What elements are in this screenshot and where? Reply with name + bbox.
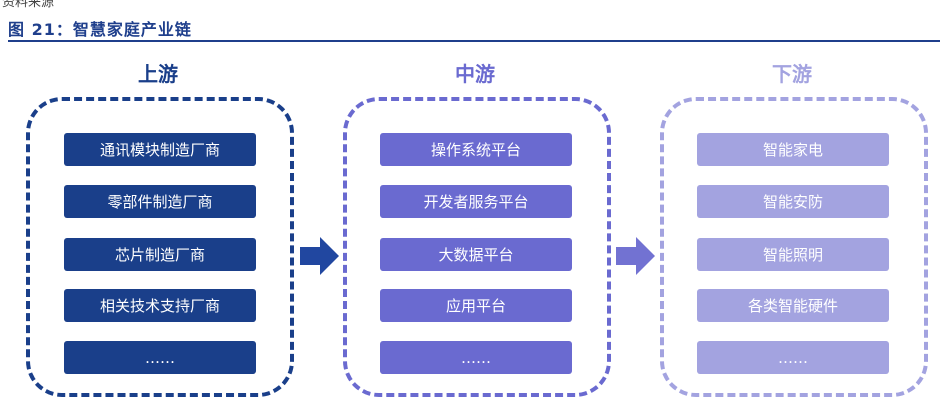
figure-title: 图 21：智慧家庭产业链 xyxy=(8,20,192,39)
upstream-item: 零部件制造厂商 xyxy=(64,185,256,218)
midstream-item: 操作系统平台 xyxy=(380,133,572,166)
top-text-fragment: 资料来源 xyxy=(2,0,55,10)
arrow-right-icon xyxy=(616,237,655,275)
arrow-right-icon xyxy=(300,237,339,275)
stage-box-downstream xyxy=(660,97,928,397)
downstream-item: …… xyxy=(697,341,889,374)
midstream-item: 大数据平台 xyxy=(380,238,572,271)
downstream-item: 智能照明 xyxy=(697,238,889,271)
downstream-item: 智能安防 xyxy=(697,185,889,218)
downstream-item: 智能家电 xyxy=(697,133,889,166)
stage-box-midstream xyxy=(343,97,611,397)
stage-heading-midstream: 中游 xyxy=(455,62,495,86)
upstream-item: …… xyxy=(64,341,256,374)
title-divider xyxy=(8,40,940,42)
downstream-item: 各类智能硬件 xyxy=(697,289,889,322)
stage-box-upstream xyxy=(26,97,294,397)
midstream-item: 开发者服务平台 xyxy=(380,185,572,218)
upstream-item: 相关技术支持厂商 xyxy=(64,289,256,322)
stage-heading-downstream: 下游 xyxy=(772,62,812,86)
stage-heading-upstream: 上游 xyxy=(138,62,178,86)
midstream-item: …… xyxy=(380,341,572,374)
upstream-item: 通讯模块制造厂商 xyxy=(64,133,256,166)
upstream-item: 芯片制造厂商 xyxy=(64,238,256,271)
midstream-item: 应用平台 xyxy=(380,289,572,322)
